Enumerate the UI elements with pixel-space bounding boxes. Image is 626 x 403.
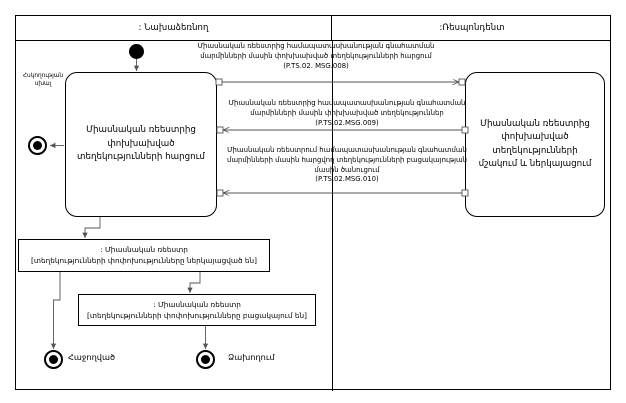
swimlane-header-row: : Նախաձեռնող :Ռեսպոնդենտ (16, 16, 610, 41)
side-caption-control-error: Հսկողության սխալ (22, 73, 64, 87)
swimlane-divider (332, 41, 333, 391)
final-node-error (28, 136, 47, 155)
note-registry-absent: : Միասնական ռեեստր [տեղեկությունների փոփ… (78, 294, 316, 326)
message-label-msg010: Միասնական ռեեստրում համապատասխանության գ… (226, 146, 468, 184)
swimlane-header-initiator: : Նախաձեռնող (16, 16, 332, 41)
note-registry-absent-state: [տեղեկությունների փոփոխությունները բացակ… (87, 310, 307, 320)
final-node-failure (196, 350, 215, 369)
message-label-msg009: Միասնական ռեեստրից համապատասխանության գն… (228, 99, 466, 127)
note-registry-absent-title: : Միասնական ռեեստր (153, 300, 241, 309)
note-registry-updated-title: : Միասնական ռեեստր (100, 245, 188, 254)
note-registry-updated: : Միասնական ռեեստր [տեղեկությունների փոփ… (18, 239, 270, 272)
final-node-success (44, 350, 63, 369)
end-caption-success: Հաջողված (68, 352, 116, 362)
swimlane-header-respondent: :Ռեսպոնդենտ (439, 23, 505, 33)
message-label-msg008: Միասնական ռեեստրից համապատասխանության գն… (197, 42, 435, 70)
initial-node (129, 44, 144, 59)
end-caption-failure: Ձախողում (228, 352, 275, 362)
activity-process[interactable]: Միասնական ռեեստրից փոխխախված տեղեկությու… (465, 72, 605, 217)
activity-request-label: Միասնական ռեեստրից փոխխախված տեղեկությու… (77, 125, 205, 163)
note-registry-updated-state: [տեղեկությունների փոփոխությունները ներկա… (31, 255, 257, 265)
activity-process-label: Միասնական ռեեստրից փոխխախված տեղեկությու… (478, 118, 592, 169)
activity-request[interactable]: Միասնական ռեեստրից փոխխախված տեղեկությու… (65, 72, 217, 217)
